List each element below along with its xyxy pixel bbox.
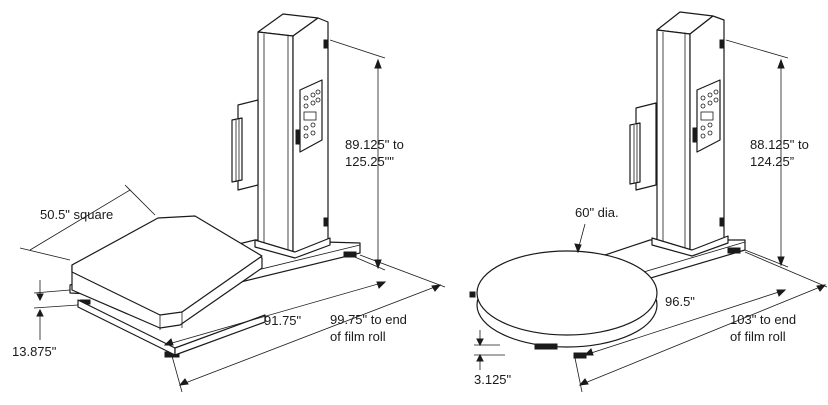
left-overall-length-dim [179, 284, 441, 386]
left-height-label-line2: 125.25"" [345, 154, 394, 169]
left-base-length-dim [164, 281, 386, 346]
right-turntable-height-label: 3.125" [474, 372, 512, 387]
right-foot-back [727, 247, 741, 254]
left-mast-hinge-bottom [323, 217, 329, 227]
left-foot-back [343, 251, 357, 258]
left-film-roll [231, 117, 243, 183]
left-base-length-label: 91.75" [264, 313, 302, 328]
left-platform-label: 50.5" square [40, 207, 114, 222]
right-control-panel [696, 79, 721, 153]
right-mast-base [651, 235, 729, 257]
left-mast-handle [295, 129, 301, 145]
right-base-length-label: 96.5" [665, 294, 695, 309]
right-height-label-line1: 88.125" to [750, 137, 809, 152]
right-overall-length-line2: of film roll [730, 329, 786, 344]
left-height-label-line1: 89.125" to [345, 137, 404, 152]
left-overall-length-line2: of film roll [330, 329, 386, 344]
right-turntable-foot-left [469, 291, 476, 298]
right-turntable-label: 60" dia. [575, 205, 619, 220]
left-platform-top [71, 215, 263, 316]
right-turntable-top [476, 250, 658, 336]
right-mast-hinge-top [719, 39, 725, 49]
left-panel-buttons [303, 89, 321, 139]
left-mast-base [254, 237, 331, 259]
right-overall-length-line1: 103" to end [730, 312, 797, 327]
left-platform-height-label: 13.875" [12, 344, 57, 359]
left-square-dim-line [29, 189, 131, 251]
right-turntable-motor [534, 343, 558, 350]
right-base-length-dim [584, 289, 786, 356]
right-height-label-line2: 124.25” [750, 154, 795, 169]
right-mast-hinge-bottom [719, 217, 725, 227]
left-machine [19, 13, 446, 393]
right-panel-buttons [700, 89, 719, 139]
right-overall-length-dim [579, 284, 826, 386]
left-overall-length-line1: 99.75" to end [330, 312, 407, 327]
left-lower-frame-side [174, 314, 266, 356]
left-mast-hinge-top [323, 39, 329, 49]
right-mast-handle [692, 127, 698, 143]
right-film-roll [629, 122, 641, 185]
right-machine [469, 11, 828, 393]
left-control-panel [299, 79, 323, 153]
